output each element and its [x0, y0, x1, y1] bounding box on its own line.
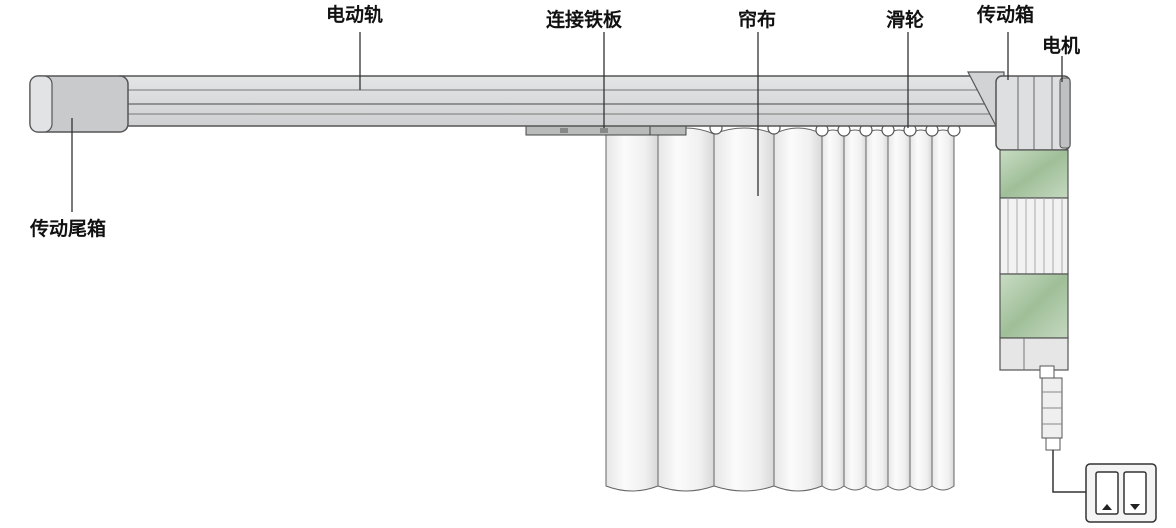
label-motor: 电机	[1042, 35, 1081, 57]
curtain-fold	[865, 129, 889, 491]
leader-lines	[71, 32, 1063, 212]
curtain-fold	[713, 127, 775, 492]
gearbox-motor	[995, 75, 1071, 151]
curtain-fabric	[605, 127, 955, 492]
curtain-fold	[909, 129, 933, 491]
tail-box	[29, 75, 129, 133]
curtain-fold	[657, 127, 715, 492]
curtain-fold	[887, 129, 911, 491]
control-cord	[1039, 365, 1088, 493]
connector-plate	[525, 125, 687, 136]
label-electric-rail: 电动轨	[326, 4, 384, 26]
electric-rail	[119, 71, 1005, 143]
label-curtain-fabric: 帘布	[738, 9, 777, 31]
label-gearbox: 传动箱	[977, 4, 1035, 26]
curtain-fold	[931, 129, 955, 491]
label-tail-box: 传动尾箱	[30, 218, 107, 240]
label-connector-plate: 连接铁板	[546, 9, 623, 31]
curtain-fold	[843, 129, 867, 491]
curtain-fold	[605, 127, 659, 492]
curtain-fold	[773, 127, 823, 492]
wall-switch-icon	[1085, 463, 1157, 523]
label-pulley: 滑轮	[886, 9, 925, 31]
window-panel	[999, 149, 1069, 371]
curtain-fold	[821, 129, 845, 491]
